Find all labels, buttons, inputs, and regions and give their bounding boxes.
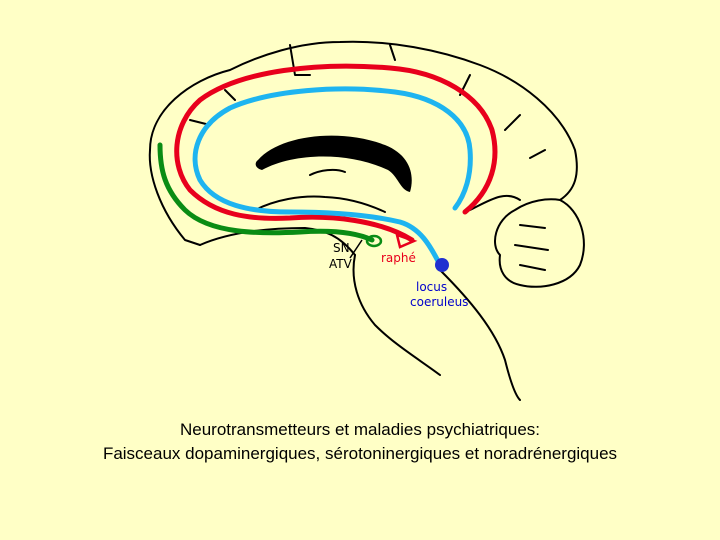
raphe-nucleus (395, 233, 418, 249)
noradrenergic-pathway (192, 86, 473, 268)
dopaminergic-pathway (157, 142, 375, 243)
frontal-base (199, 227, 356, 256)
cerebellum-peduncle (469, 194, 521, 211)
serotoninergic-pathway (174, 63, 498, 243)
pathways (157, 63, 498, 268)
cerebellum-folia (514, 224, 549, 271)
sn-atv-nucleus (365, 234, 383, 248)
raphe-label: raphé (381, 251, 416, 265)
caption-line-2: Faisceaux dopaminergiques, sérotoninergi… (102, 444, 618, 463)
cerebellum-outline (494, 198, 585, 288)
cortex-gyri (189, 44, 546, 159)
cortex-outline (149, 40, 578, 201)
coeruleus-label: coeruleus (410, 295, 469, 309)
sn-label: SN (333, 241, 350, 255)
brainstem-back (439, 269, 521, 401)
diencephalon-outline (254, 168, 386, 213)
corpus-callosum (255, 135, 412, 192)
caption-line-1: Neurotransmetteurs et maladies psychiatr… (180, 420, 540, 439)
nuclei-markers (349, 233, 449, 272)
sn-pointer-line (349, 239, 363, 259)
atv-label: ATV (329, 257, 352, 271)
locus-coeruleus-nucleus (435, 258, 449, 272)
brain-outline (148, 40, 585, 401)
locus-label: locus (416, 280, 448, 294)
cortex-frontal-lower (148, 149, 201, 246)
brainstem-front (352, 254, 441, 376)
